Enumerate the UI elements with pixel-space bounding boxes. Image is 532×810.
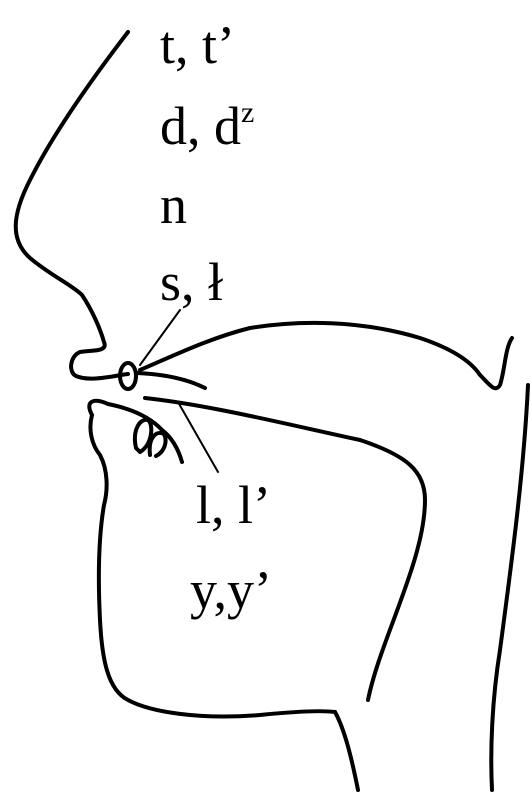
palate-outline — [140, 323, 512, 388]
label-d-dz: d, dz — [160, 98, 254, 153]
pharynx-wall-outline — [491, 385, 528, 790]
tongue-body-outline — [145, 398, 425, 700]
label-n: n — [160, 178, 187, 232]
label-l-l-prime: l, l’ — [196, 478, 271, 532]
tongue-tip-line — [137, 373, 205, 388]
neck-front-outline — [335, 712, 358, 790]
label-d-dz-superscript: z — [241, 96, 254, 129]
lower-teeth-inner — [150, 433, 166, 456]
label-s-l-stroke: s, ł — [160, 255, 223, 309]
pointer-line-lower — [178, 402, 218, 472]
label-d-dz-main: d, d — [160, 96, 241, 156]
label-t-t-prime: t, t’ — [160, 18, 235, 72]
label-y-y-prime: y,y’ — [190, 563, 272, 617]
face-profile-outline — [16, 32, 128, 379]
